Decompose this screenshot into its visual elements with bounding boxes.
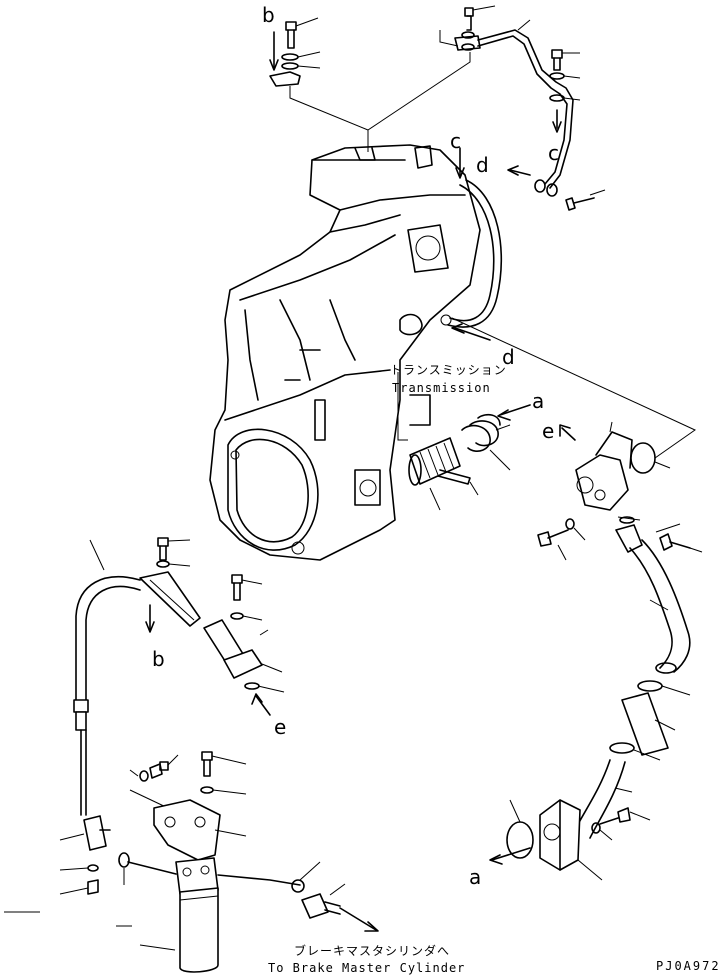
label-d-upper: d [476, 153, 489, 177]
destination-caption: ブレーキマスタシリンダへ To Brake Master Cylinder [268, 943, 465, 975]
label-e-lower: e [274, 715, 286, 739]
drawing-code: PJ0A972 [656, 959, 721, 973]
letter-labels: b c c d d a e b e a [152, 3, 559, 889]
label-a-filter: a [532, 389, 544, 413]
filter-group [59, 751, 379, 973]
label-e-pump: e [542, 419, 554, 443]
transmission-caption: トランスミッション Transmission [390, 363, 507, 395]
label-c-upper: c [450, 129, 461, 153]
destination-label-en: To Brake Master Cylinder [268, 961, 465, 975]
transmission-label-jp: トランスミッション [390, 363, 507, 377]
label-c-right: c [548, 141, 559, 165]
pump-group [451, 317, 696, 561]
left-hose-group [73, 537, 285, 816]
transmission-housing [209, 144, 481, 561]
destination-label-jp: ブレーキマスタシリンダへ [294, 943, 450, 958]
top-right-tube [367, 5, 606, 211]
transmission-label-en: Transmission [392, 381, 491, 395]
label-a-bottom: a [469, 865, 481, 889]
suction-pipe [489, 523, 703, 881]
label-b-top: b [262, 3, 275, 27]
top-bolt-group [269, 17, 369, 152]
label-d-lower: d [502, 345, 515, 369]
strainer-group [397, 372, 531, 511]
housing-hose [447, 147, 503, 341]
label-b-lower: b [152, 647, 165, 671]
